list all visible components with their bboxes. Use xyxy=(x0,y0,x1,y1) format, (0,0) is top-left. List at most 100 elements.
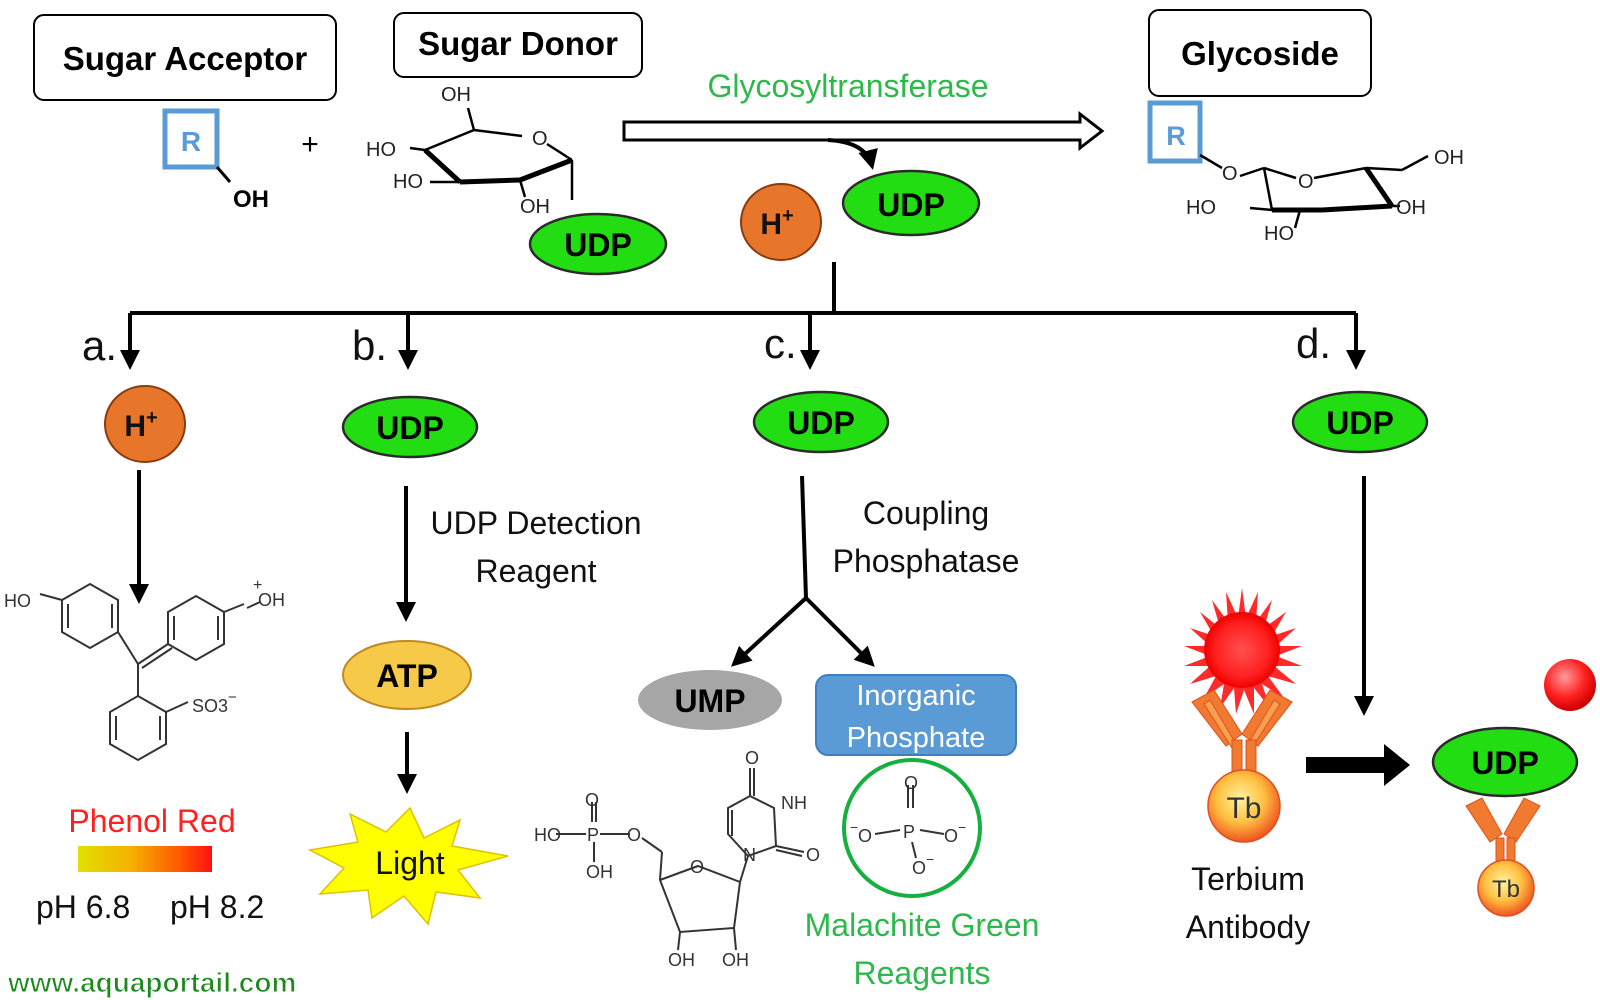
displacement-arrow xyxy=(1306,744,1410,786)
terbium-antibody-large: Tb xyxy=(1191,689,1293,843)
ph-gradient-bar xyxy=(78,846,212,872)
ph-low-label: pH 6.8 xyxy=(36,889,130,925)
phenol-red-label: Phenol Red xyxy=(68,803,235,839)
svg-text:Light: Light xyxy=(375,845,445,881)
svg-text:NH: NH xyxy=(781,793,807,813)
branch-b-udp-oval: UDP xyxy=(341,395,479,459)
svg-text:ATP: ATP xyxy=(376,658,438,694)
svg-text:OH: OH xyxy=(258,590,285,610)
glucose-structure xyxy=(409,107,574,200)
ph-high-label: pH 8.2 xyxy=(170,889,264,925)
svg-text:Tb: Tb xyxy=(1492,876,1520,903)
svg-text:O: O xyxy=(585,790,599,810)
svg-text:Inorganic: Inorganic xyxy=(856,680,975,712)
svg-text:HO: HO xyxy=(1186,197,1216,219)
h-plus-released-circle: H+ xyxy=(740,183,822,261)
svg-text:−: − xyxy=(850,819,858,835)
svg-text:OH: OH xyxy=(1434,147,1464,169)
svg-text:UDP: UDP xyxy=(564,227,632,263)
svg-text:O: O xyxy=(904,773,918,793)
svg-text:HO: HO xyxy=(534,825,561,845)
phenol-red-atom-labels: HO OH + SO3 − xyxy=(4,577,285,716)
sugar-donor-box: Sugar Donor xyxy=(393,12,643,78)
r-group-label: R xyxy=(181,126,201,157)
sugar-acceptor-structure: R OH xyxy=(162,108,269,213)
udp-detection-label-2: Reagent xyxy=(476,553,597,589)
enzyme-label: Glycosyltransferase xyxy=(708,68,989,104)
terbium-antibody-small: Tb xyxy=(1465,797,1541,917)
svg-text:+: + xyxy=(253,577,262,594)
svg-text:O: O xyxy=(690,857,704,877)
svg-text:−: − xyxy=(228,689,237,706)
branch-c-udp-oval: UDP xyxy=(752,390,890,454)
reaction-arrow xyxy=(622,110,1105,152)
coupling-label-1: Coupling xyxy=(863,495,989,531)
ump-structure xyxy=(556,768,805,951)
r-group-box xyxy=(162,108,220,170)
svg-text:N: N xyxy=(743,845,756,865)
inorganic-phosphate-box: Inorganic Phosphate xyxy=(815,674,1017,756)
svg-text:O: O xyxy=(944,826,958,846)
svg-text:UDP: UDP xyxy=(1326,405,1394,441)
svg-text:H+: H+ xyxy=(124,407,157,443)
malachite-label-1: Malachite Green xyxy=(805,907,1040,943)
udp-detection-label-1: UDP Detection xyxy=(430,505,641,541)
svg-text:OH: OH xyxy=(520,196,550,218)
svg-text:HO: HO xyxy=(4,591,31,611)
udp-release-arrow xyxy=(827,138,878,170)
branch-d-label: d. xyxy=(1296,320,1331,367)
svg-text:O: O xyxy=(1222,163,1238,185)
svg-text:Tb: Tb xyxy=(1226,792,1261,825)
svg-text:UMP: UMP xyxy=(674,683,745,719)
svg-text:O: O xyxy=(806,845,820,865)
svg-text:−: − xyxy=(926,851,934,867)
branch-c-label: c. xyxy=(764,320,797,367)
svg-text:O: O xyxy=(1298,171,1314,193)
glycoside-label: Glycoside xyxy=(1181,35,1339,72)
glycoside-box: Glycoside xyxy=(1148,9,1372,97)
svg-text:OH: OH xyxy=(722,950,749,970)
malachite-label-2: Reagents xyxy=(854,955,991,991)
watermark: www.aquaportail.com xyxy=(7,967,296,998)
sugar-acceptor-label: Sugar Acceptor xyxy=(63,40,308,77)
light-burst: Light xyxy=(307,806,509,926)
branch-a-h-plus-circle: H+ xyxy=(104,385,186,463)
udp-released-oval: UDP xyxy=(841,169,981,237)
svg-text:O: O xyxy=(532,128,548,150)
branch-d-udp-bound-oval: UDP xyxy=(1431,726,1579,798)
svg-text:O: O xyxy=(858,826,872,846)
svg-text:UDP: UDP xyxy=(877,187,945,223)
branch-d-udp-oval: UDP xyxy=(1291,390,1429,454)
svg-text:Phosphate: Phosphate xyxy=(847,722,986,754)
branch-b-label: b. xyxy=(352,322,387,369)
terbium-label-1: Terbium xyxy=(1191,861,1305,897)
svg-text:OH: OH xyxy=(668,950,695,970)
terbium-emission-burst xyxy=(1184,588,1302,714)
svg-text:−: − xyxy=(958,819,966,835)
sugar-acceptor-box: Sugar Acceptor xyxy=(33,14,337,101)
svg-text:O: O xyxy=(745,748,759,768)
glycoside-structure: R O O OH HO OH HO xyxy=(1147,100,1464,245)
svg-text:OH: OH xyxy=(586,862,613,882)
sugar-donor-label: Sugar Donor xyxy=(418,25,618,62)
branch-c-split-arrows xyxy=(731,475,875,667)
terbium-label-2: Antibody xyxy=(1186,909,1311,945)
atp-oval: ATP xyxy=(342,640,472,710)
glucose-atom-labels: OH O HO HO OH xyxy=(366,84,550,218)
svg-text:H+: H+ xyxy=(760,205,793,241)
quenched-emission-sphere xyxy=(1544,659,1596,711)
branch-a-label: a. xyxy=(82,322,117,369)
svg-text:UDP: UDP xyxy=(1471,745,1539,781)
svg-text:OH: OH xyxy=(1396,197,1426,219)
svg-text:O: O xyxy=(627,825,641,845)
branch-connector xyxy=(120,262,1366,370)
svg-text:SO3: SO3 xyxy=(192,696,228,716)
svg-text:HO: HO xyxy=(393,171,423,193)
acceptor-oh-label: OH xyxy=(233,186,269,213)
phosphate-ion-circle: O O − P O − O − xyxy=(842,758,982,898)
svg-text:OH: OH xyxy=(441,84,471,106)
svg-text:O: O xyxy=(912,858,926,878)
svg-text:P: P xyxy=(903,822,915,842)
ump-atom-labels: O HO P O OH O N NH O O OH OH xyxy=(534,748,820,970)
